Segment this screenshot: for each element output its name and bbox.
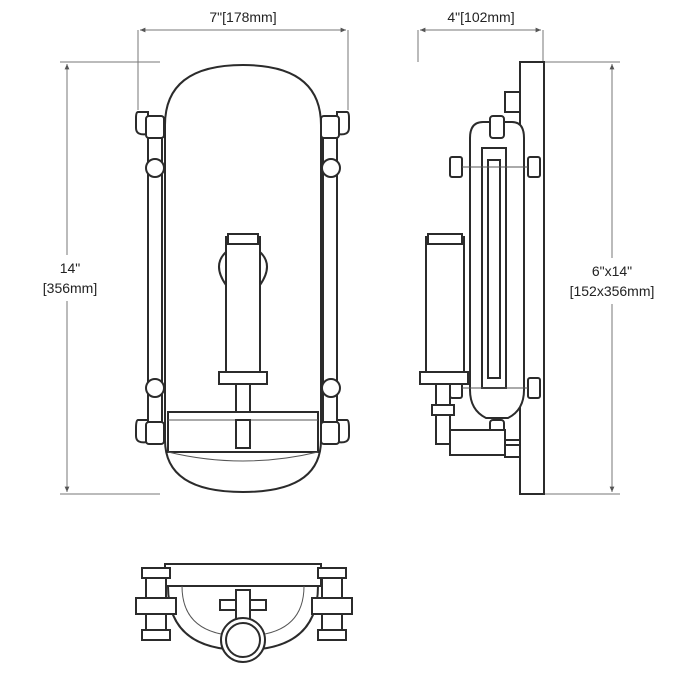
height-label-line1: 14"	[60, 260, 81, 276]
width-dimension: 7"[178mm]	[137, 9, 349, 110]
front-knob-top-right	[321, 158, 341, 178]
depth-label: 4"[102mm]	[447, 9, 514, 25]
front-candle-cup	[218, 371, 268, 385]
front-view	[135, 63, 350, 494]
backplate-label-line1: 6"x14"	[592, 263, 632, 279]
bottom-candle-inner	[225, 622, 261, 658]
side-knob-top-right	[527, 156, 541, 178]
backplate-dimension: 6"x14" [152x356mm]	[545, 61, 670, 495]
front-candle-sleeve	[225, 236, 261, 376]
height-label-line2: [356mm]	[43, 280, 97, 296]
height-dimension: 14" [356mm]	[30, 61, 160, 495]
front-knob-bottom-right	[321, 378, 341, 398]
backplate-label-line2: [152x356mm]	[570, 283, 655, 299]
side-candle-sleeve	[425, 236, 465, 376]
width-label: 7"[178mm]	[209, 9, 276, 25]
front-knob-top-left	[145, 158, 165, 178]
side-knob-bottom-right	[527, 377, 541, 399]
side-candle-cup	[419, 371, 469, 385]
bottom-backplate	[164, 563, 322, 587]
side-view	[419, 61, 545, 495]
front-knob-bottom-left	[145, 378, 165, 398]
depth-dimension: 4"[102mm]	[417, 9, 544, 62]
side-knob-top-left	[449, 156, 463, 178]
bottom-view	[135, 563, 353, 663]
